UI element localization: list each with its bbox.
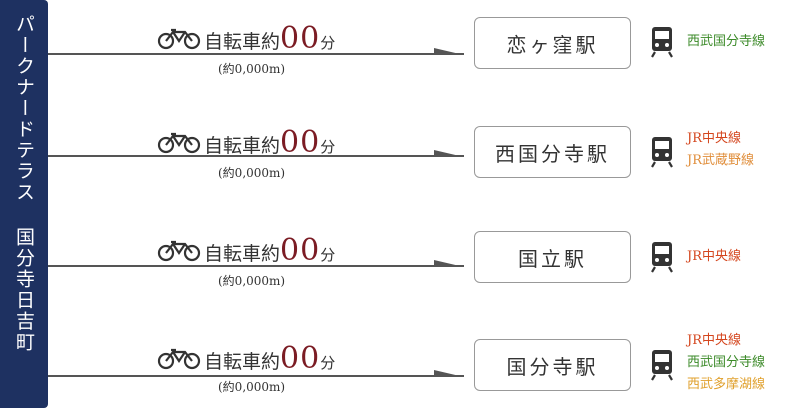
bike-time-prefix: 自転車約 <box>204 31 281 53</box>
bike-time-prefix: 自転車約 <box>204 351 281 373</box>
train-line-list: JR中央線 西武国分寺線 西武多摩湖線 <box>687 330 765 396</box>
train-line-name: JR中央線 <box>687 333 741 348</box>
bike-time-label: 自転車約00分 <box>204 21 335 56</box>
route-row-nishi-kokubunji: 自転車約00分 (約0,000m) 西国分寺駅 JR中央線 JR武蔵野線 <box>0 102 791 202</box>
station-button-kunitachi[interactable]: 国立駅 <box>474 231 631 283</box>
bike-distance: (約0,000m) <box>218 380 286 394</box>
bike-time-unit: 分 <box>320 354 336 372</box>
bike-distance: (約0,000m) <box>218 274 286 288</box>
route-line <box>48 265 464 267</box>
bicycle-icon <box>157 28 201 50</box>
bike-time-unit: 分 <box>320 246 336 264</box>
route-row-kokubunji: 自転車約00分 (約0,000m) 国分寺駅 JR中央線 西武国分寺線 西武多摩… <box>0 320 791 420</box>
bike-distance: (約0,000m) <box>218 166 286 180</box>
route-row-koigakubo: 自転車約00分 (約0,000m) 恋ヶ窪駅 西武国分寺線 <box>0 0 791 100</box>
train-line-name: JR中央線 <box>687 131 741 146</box>
train-icon <box>651 349 673 381</box>
train-line-list: JR中央線 <box>687 246 741 268</box>
property-name: パークナードテラス 国分寺日吉町 <box>13 14 35 353</box>
property-name-bar: パークナードテラス 国分寺日吉町 <box>0 0 48 408</box>
train-line-name: 西武国分寺線 <box>687 34 766 49</box>
train-line-name: 西武多摩湖線 <box>687 377 766 392</box>
station-button-kokubunji[interactable]: 国分寺駅 <box>474 339 631 391</box>
route-arrow <box>434 260 464 267</box>
bike-time-minutes: 00 <box>280 125 321 160</box>
bike-time-minutes: 00 <box>280 341 321 376</box>
bike-time-minutes: 00 <box>280 233 321 268</box>
train-line-name: JR武蔵野線 <box>687 153 754 168</box>
bike-time-minutes: 00 <box>280 21 321 56</box>
station-button-koigakubo[interactable]: 恋ヶ窪駅 <box>474 17 631 69</box>
bike-time-label: 自転車約00分 <box>204 341 335 376</box>
bike-time-unit: 分 <box>320 34 336 52</box>
route-line <box>48 53 464 55</box>
bicycle-icon <box>157 348 201 370</box>
train-icon <box>651 241 673 273</box>
bicycle-icon <box>157 240 201 262</box>
bike-time-label: 自転車約00分 <box>204 233 335 268</box>
train-line-name: 西武国分寺線 <box>687 355 766 370</box>
station-button-nishi-kokubunji[interactable]: 西国分寺駅 <box>474 126 631 178</box>
bike-time-prefix: 自転車約 <box>204 243 281 265</box>
train-icon <box>651 26 673 58</box>
route-arrow <box>434 370 464 377</box>
train-line-list: 西武国分寺線 <box>687 31 765 53</box>
train-icon <box>651 136 673 168</box>
route-row-kunitachi: 自転車約00分 (約0,000m) 国立駅 JR中央線 <box>0 212 791 312</box>
route-line <box>48 155 464 157</box>
bike-time-prefix: 自転車約 <box>204 135 281 157</box>
route-line <box>48 375 464 377</box>
bike-distance: (約0,000m) <box>218 62 286 76</box>
train-line-list: JR中央線 JR武蔵野線 <box>687 128 754 172</box>
bike-time-unit: 分 <box>320 138 336 156</box>
bike-time-label: 自転車約00分 <box>204 125 335 160</box>
route-arrow <box>434 48 464 55</box>
route-arrow <box>434 150 464 157</box>
train-line-name: JR中央線 <box>687 249 741 264</box>
bicycle-icon <box>157 132 201 154</box>
